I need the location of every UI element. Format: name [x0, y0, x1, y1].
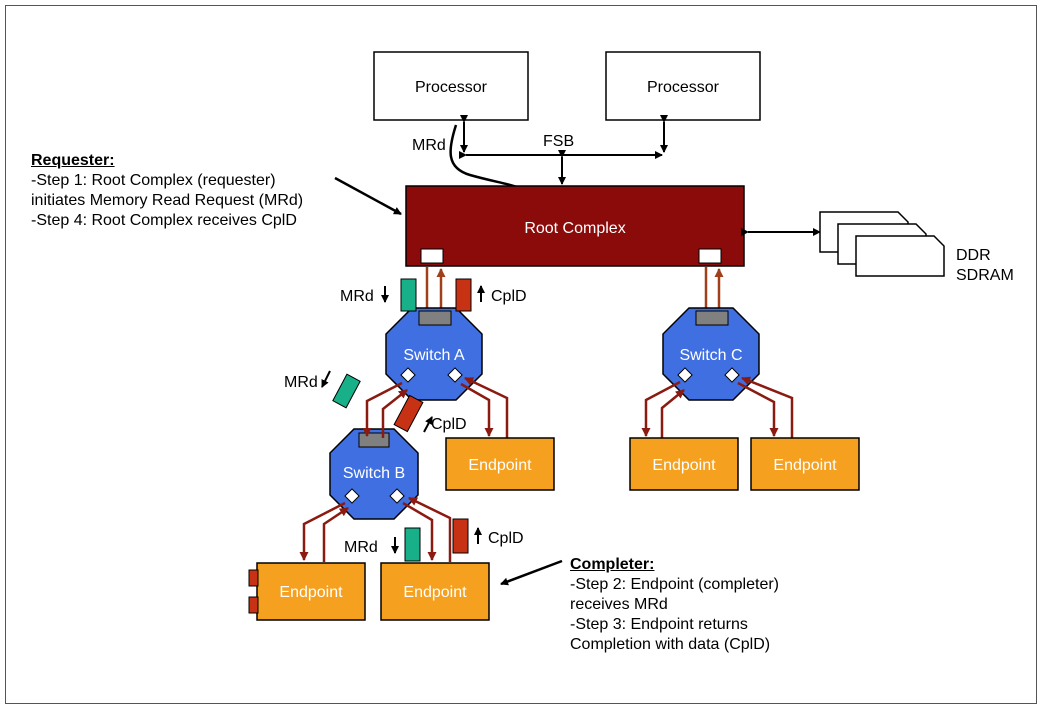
switch-a-port-left [400, 367, 416, 383]
processor-right [605, 51, 761, 121]
endpoint-completer [380, 562, 490, 621]
cpld-label-2: CplD [431, 416, 467, 433]
switch-a-port-right [447, 367, 463, 383]
endpoint-switch-b-left [256, 562, 366, 621]
processor-left [373, 51, 529, 121]
mrd-label-top: MRd [412, 137, 446, 154]
endpoint-switch-c-right-label: Endpoint [773, 457, 837, 474]
switch-c-label: Switch C [679, 347, 742, 364]
switch-b-port-left [344, 488, 360, 504]
switch-c-port-right [724, 367, 740, 383]
link-switch-c-endpoints [641, 376, 794, 438]
processor-left-label: Processor [415, 79, 488, 96]
requester-annotation: Requester: -Step 1: Root Complex (reques… [31, 151, 303, 231]
root-complex [405, 185, 745, 267]
switch-b-label: Switch B [343, 465, 405, 482]
requester-line-3: -Step 4: Root Complex receives CplD [31, 212, 297, 229]
completer-line-4: Completion with data (CplD) [570, 636, 771, 653]
switch-c-port-left [677, 367, 693, 383]
processor-right-label: Processor [647, 79, 720, 96]
switch-c-upstream-port [695, 310, 729, 326]
completer-pointer-arrow [500, 559, 563, 586]
cpld-packet-3 [452, 518, 469, 554]
completer-line-3: -Step 3: Endpoint returns [570, 616, 748, 633]
switch-b-upstream-port [358, 432, 390, 448]
completer-annotation: Completer: -Step 2: Endpoint (completer)… [570, 555, 779, 655]
mrd-arrow-2 [321, 370, 331, 388]
cpld-packet-2 [393, 394, 424, 433]
endpoint-switch-b-left-tab-bottom [248, 596, 259, 614]
diagram-frame [5, 5, 1037, 704]
memory-label-2: SDRAM [956, 267, 1014, 284]
mrd-packet-1 [400, 278, 417, 312]
fsb-bus [459, 115, 668, 185]
endpoint-completer-label: Endpoint [403, 584, 467, 601]
endpoint-switch-c-right [750, 437, 860, 491]
requester-line-1: -Step 1: Root Complex (requester) [31, 172, 276, 189]
mrd-label-3: MRd [344, 539, 378, 556]
root-port-left [420, 248, 444, 264]
completer-heading: Completer: [570, 556, 655, 573]
switch-a-label: Switch A [403, 347, 465, 364]
cpld-label-3: CplD [488, 530, 524, 547]
link-switch-a-switch-b [362, 381, 408, 438]
cpld-packet-1 [455, 278, 472, 312]
root-port-right [698, 248, 722, 264]
endpoint-switch-a-label: Endpoint [468, 457, 532, 474]
memory-label-1: DDR [956, 247, 991, 264]
completer-line-1: -Step 2: Endpoint (completer) [570, 576, 779, 593]
requester-line-2: initiates Memory Read Request (MRd) [31, 192, 304, 209]
completer-line-2: receives MRd [570, 596, 668, 613]
endpoint-switch-a [445, 437, 555, 491]
switch-b-port-right [389, 488, 405, 504]
endpoint-switch-b-left-tab-top [248, 569, 259, 587]
link-switch-b-endpoints [299, 496, 452, 562]
mrd-packet-3 [404, 527, 421, 562]
root-complex-label: Root Complex [524, 220, 625, 237]
fsb-label: FSB [543, 133, 574, 150]
switch-a-upstream-port [418, 310, 452, 326]
cpld-arrow-2 [423, 416, 433, 433]
mrd-label-1: MRd [340, 288, 374, 305]
endpoint-switch-c-left [629, 437, 739, 491]
ddr-sdram-stack [819, 211, 945, 277]
requester-pointer-arrow [334, 176, 402, 216]
link-switch-a-endpoint [460, 376, 509, 438]
mrd-label-2: MRd [284, 374, 318, 391]
endpoint-switch-c-left-label: Endpoint [652, 457, 716, 474]
cpld-label-1: CplD [491, 288, 527, 305]
endpoint-switch-b-left-label: Endpoint [279, 584, 343, 601]
requester-heading: Requester: [31, 152, 115, 169]
mrd-packet-2 [332, 373, 361, 409]
